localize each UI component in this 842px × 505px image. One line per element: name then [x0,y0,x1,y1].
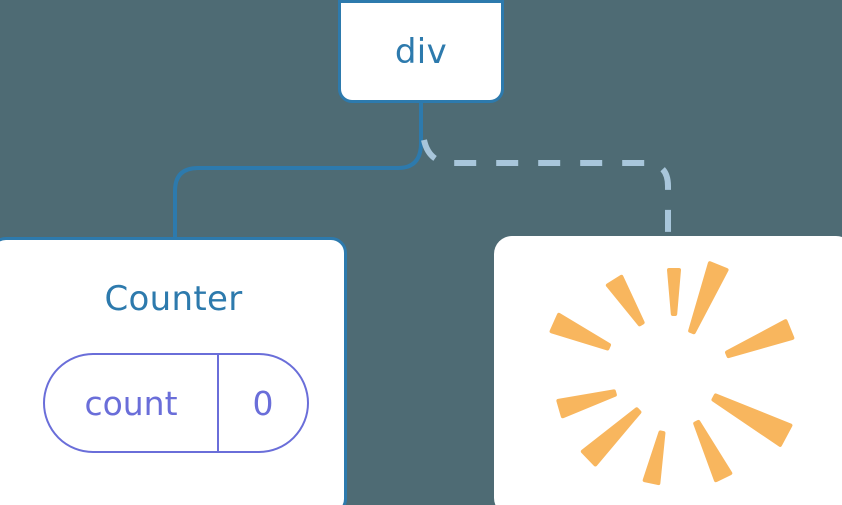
burst-ray-6 [580,407,642,467]
burst-ray-4 [549,312,612,351]
burst-ray-1 [688,261,729,335]
node-rerender-burst[interactable] [494,236,842,505]
burst-ray-3 [605,274,645,327]
rerender-burst-icon [549,261,795,486]
burst-ray-7 [642,430,666,486]
connector-div-to-burst [421,139,671,240]
burst-ray-8 [693,419,733,483]
state-pill-count[interactable]: count 0 [43,353,309,453]
node-div[interactable]: div [338,0,504,103]
connector-div-to-counter [173,101,423,242]
burst-ray-10 [725,319,795,359]
burst-ray-5 [556,389,617,419]
burst-ray-9 [711,393,793,447]
state-key: count [45,355,219,451]
node-counter-label: Counter [104,279,243,319]
burst-ray-2 [667,268,681,316]
state-value: 0 [252,383,274,423]
node-div-label: div [394,31,448,72]
